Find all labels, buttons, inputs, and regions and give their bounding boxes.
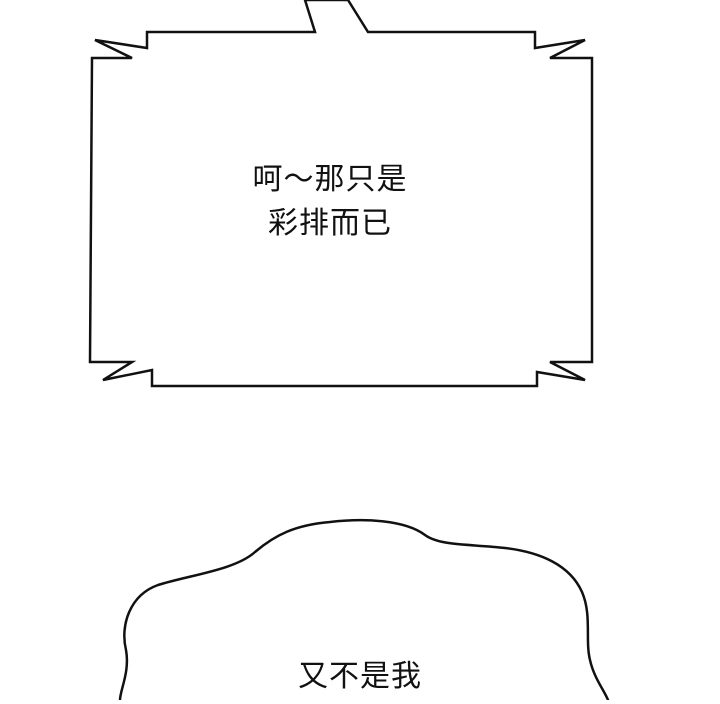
wavy-speech-bubble <box>118 518 610 702</box>
bottom-bubble-dialogue: 又不是我 <box>200 655 520 699</box>
top-bubble-dialogue: 呵～那只是 彩排而已 <box>180 158 480 246</box>
jagged-speech-bubble <box>88 0 594 388</box>
dialogue-line: 彩排而已 <box>268 206 392 241</box>
dialogue-line: 呵～那只是 <box>252 162 408 197</box>
dialogue-line: 又不是我 <box>298 659 422 694</box>
